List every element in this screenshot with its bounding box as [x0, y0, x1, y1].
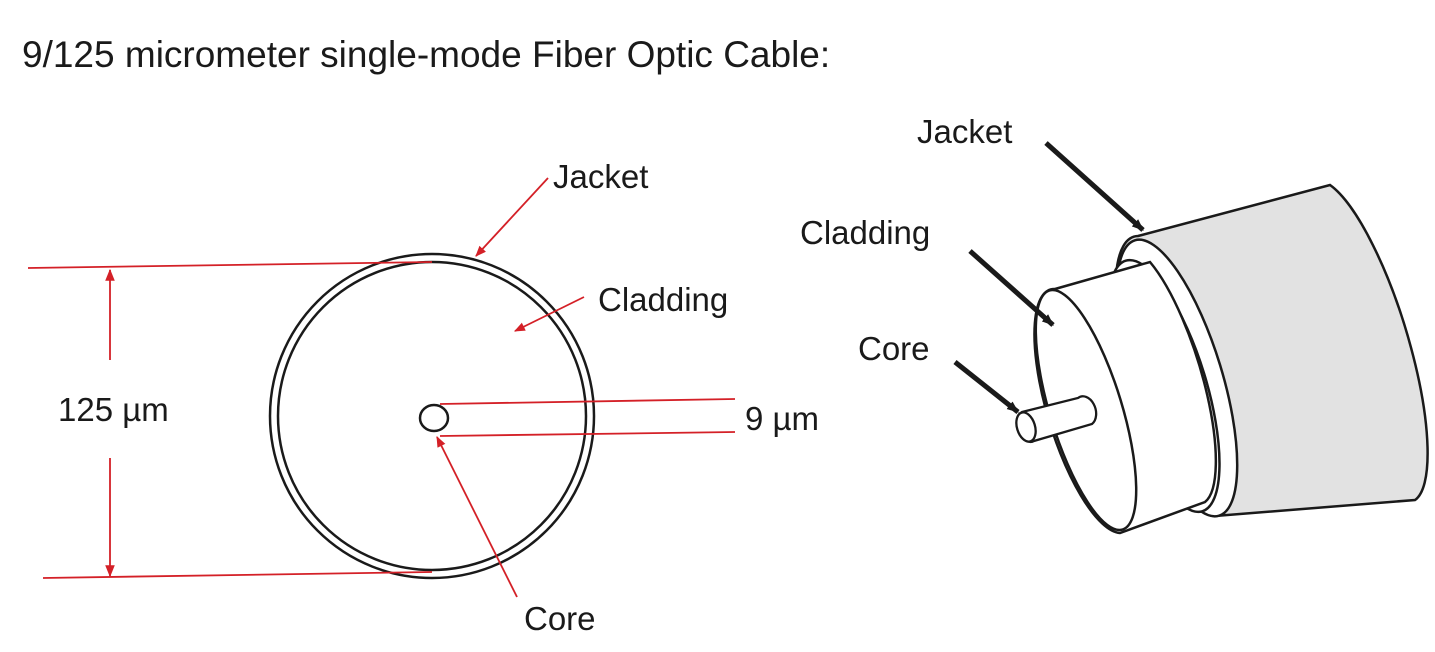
jacket-callout-arrow — [475, 177, 549, 257]
side-cladding-callout-arrow — [968, 249, 1055, 327]
outer-diameter-label: 125 µm — [58, 391, 169, 428]
cross-section-cladding-label: Cladding — [598, 281, 728, 318]
cross-section-jacket-label: Jacket — [553, 158, 648, 195]
outer-diameter-bottom-extension-line — [42, 571, 433, 579]
side-core-label: Core — [858, 330, 930, 367]
side-cladding-label: Cladding — [800, 214, 930, 251]
outer-diameter-top-extension-line — [27, 261, 433, 269]
diagram-title: 9/125 micrometer single-mode Fiber Optic… — [22, 34, 830, 75]
core-rod-end — [1015, 411, 1037, 443]
side-jacket-callout-arrow — [1044, 141, 1145, 232]
core-circle — [418, 403, 450, 433]
core-callout-arrow — [436, 436, 518, 598]
cross-section-core-label: Core — [524, 600, 596, 637]
cross-section-view: 125 µm 9 µm Jacket Cladding Core — [27, 158, 819, 637]
core-diameter-label: 9 µm — [745, 400, 819, 437]
jacket-outer-circle — [268, 252, 596, 580]
cladding-callout-arrow — [514, 296, 585, 332]
side-view: Jacket Cladding Core — [800, 113, 1429, 535]
side-jacket-label: Jacket — [917, 113, 1012, 150]
core-diameter-bottom-line — [439, 431, 736, 437]
core-diameter-top-line — [439, 398, 736, 405]
cladding-circle — [276, 260, 588, 572]
side-core-callout-arrow — [953, 360, 1020, 414]
